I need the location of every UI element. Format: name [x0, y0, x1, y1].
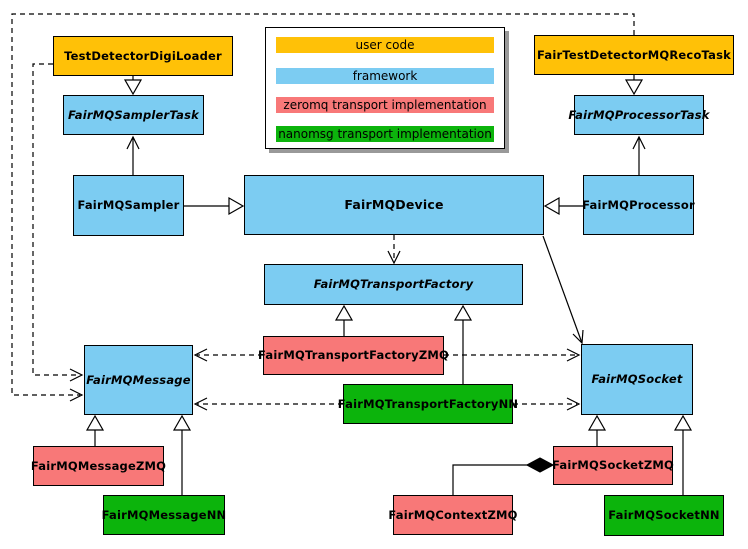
legend-box: user code framework zeromq transport imp…	[265, 27, 505, 149]
class-box-fairmqmessage: FairMQMessage	[84, 345, 193, 415]
edge-tfzmq-message	[193, 348, 263, 362]
legend-item-zeromq: zeromq transport implementation	[276, 97, 494, 113]
edge-msgzmq-message	[85, 414, 105, 446]
edge-contextzmq-sockzmq	[452, 457, 555, 495]
edge-tfnn-tfactory	[453, 304, 473, 384]
edge-tfnn-message	[193, 397, 343, 411]
edge-sampler-samplertask	[126, 135, 140, 175]
edge-device-socket	[542, 235, 584, 345]
edge-recotask-message	[11, 13, 635, 402]
edge-sampler-device	[184, 196, 245, 216]
edge-tfnn-socket	[513, 397, 581, 411]
edge-device-tfactory	[387, 235, 401, 265]
class-box-fairmqprocessortask: FairMQProcessorTask	[568, 95, 709, 135]
edge-tfzmq-socket	[444, 348, 581, 362]
edge-msgnn-message	[172, 414, 192, 495]
legend-item-user-code: user code	[276, 37, 494, 53]
class-box-fairtestdetectormqrecotask: FairTestDetectorMQRecoTask	[534, 35, 734, 75]
class-box-fairmqsocket: FairMQSocket	[581, 344, 693, 415]
class-box-fairmqtransportfactory: FairMQTransportFactory	[264, 264, 523, 305]
edge-socknn-socket	[673, 414, 693, 495]
edge-digiloader-message	[32, 63, 84, 382]
edge-sockzmq-socket	[587, 414, 607, 446]
class-box-fairmqsamplertask: FairMQSamplerTask	[63, 95, 204, 135]
class-box-fairmqsampler: FairMQSampler	[73, 175, 184, 236]
class-box-fairmqdevice: FairMQDevice	[244, 175, 544, 235]
class-box-fairmqcontextzmq: FairMQContextZMQ	[388, 495, 517, 535]
class-box-testdetectordigiloader: TestDetectorDigiLoader	[53, 36, 233, 76]
class-box-fairmqsocketzmq: FairMQSocketZMQ	[552, 446, 674, 485]
edge-processor-device	[543, 196, 583, 216]
class-box-fairmqtransportfactorynn: FairMQTransportFactoryNN	[338, 384, 518, 424]
class-box-fairmqsocketnn: FairMQSocketNN	[604, 495, 724, 536]
edge-digiloader-samplertask	[123, 76, 143, 96]
edge-processor-processortask	[632, 135, 646, 175]
class-box-fairmqmessagezmq: FairMQMessageZMQ	[31, 446, 166, 486]
edge-tfzmq-tfactory	[334, 304, 354, 336]
legend-item-framework: framework	[276, 68, 494, 84]
edge-recotask-processortask	[624, 75, 644, 96]
class-box-fairmqtransportfactoryzmq: FairMQTransportFactoryZMQ	[258, 336, 449, 375]
class-box-fairmqmessagenn: FairMQMessageNN	[102, 495, 226, 535]
legend-item-nanomsg: nanomsg transport implementation	[276, 126, 494, 142]
class-box-fairmqprocessor: FairMQProcessor	[582, 175, 695, 235]
